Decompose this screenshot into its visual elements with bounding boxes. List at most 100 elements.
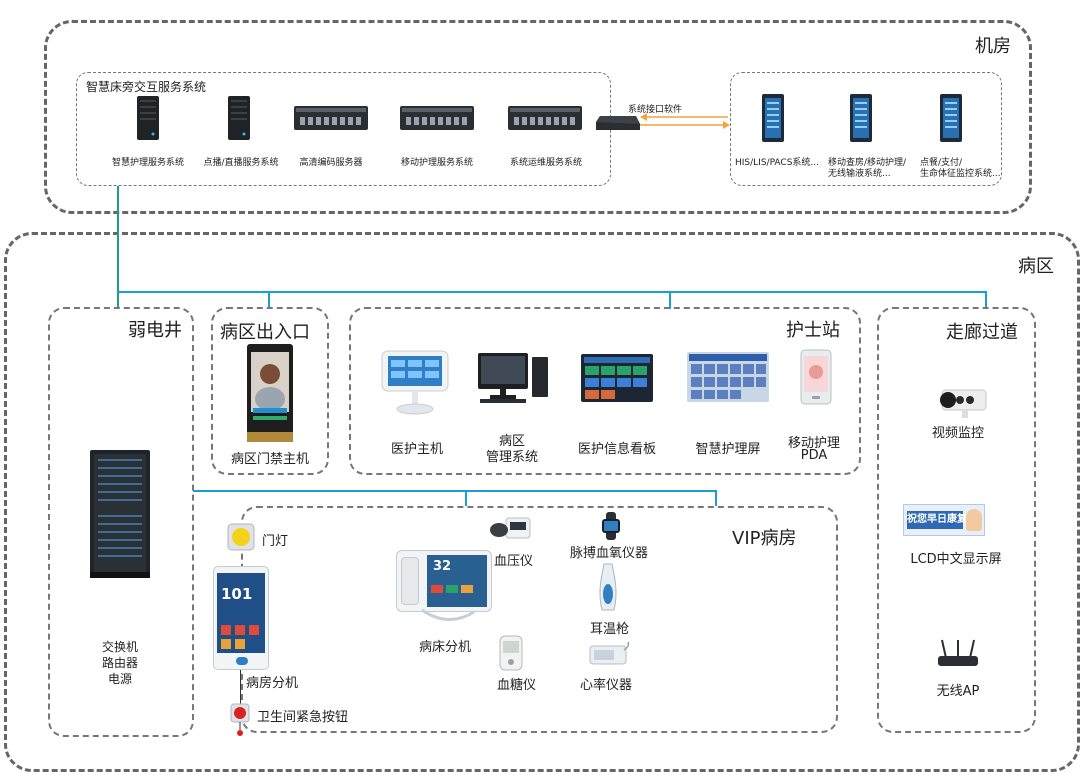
bedside-unit-device: 32 bbox=[396, 550, 492, 612]
heart-rate-monitor-icon bbox=[589, 641, 630, 665]
bus-drop-vip-right bbox=[715, 490, 717, 506]
medical-device-label: 血压仪 bbox=[494, 554, 534, 569]
medical-device-label: 脉搏血氧仪器 bbox=[570, 546, 649, 561]
nurse-device-label: 医护主机 bbox=[390, 442, 444, 457]
blood-pressure-monitor-icon bbox=[490, 517, 531, 539]
access-control-label: 病区门禁主机 bbox=[230, 452, 310, 467]
external-system-label: 点餐/支付/ bbox=[920, 158, 963, 168]
corridor-box bbox=[877, 307, 1036, 733]
medical-device-label: 血糖仪 bbox=[497, 678, 537, 693]
nurse-device-label-2: PDA bbox=[800, 448, 828, 463]
glucose-meter-icon bbox=[499, 635, 523, 671]
wireless-ap-icon bbox=[938, 639, 978, 666]
rack-server-icon bbox=[400, 106, 474, 130]
medical-host-icon bbox=[381, 350, 449, 415]
equipment-power: 电源 bbox=[107, 672, 133, 686]
backbone-connector bbox=[117, 186, 119, 308]
door-light-label: 门灯 bbox=[262, 534, 289, 549]
nurse-device-label: 移动护理 bbox=[787, 436, 841, 451]
rack-server-icon bbox=[294, 106, 368, 130]
tower-server-icon bbox=[228, 96, 250, 140]
medical-device-label: 心率仪器 bbox=[580, 678, 633, 693]
server-label: 高清编码服务器 bbox=[299, 158, 363, 168]
corridor-device-label: LCD中文显示屏 bbox=[910, 552, 1002, 567]
service-system-title: 智慧床旁交互服务系统 bbox=[86, 80, 207, 94]
lcd-display-icon: 祝您早日康复! bbox=[903, 504, 985, 536]
bus-drop-vip-left bbox=[465, 490, 467, 506]
weak-current-well-box bbox=[48, 307, 194, 737]
corridor-device-label: 无线AP bbox=[936, 684, 980, 699]
info-board-icon bbox=[581, 354, 653, 402]
ear-thermometer-icon bbox=[599, 563, 617, 611]
external-system-label: 移动查房/移动护理/ bbox=[828, 158, 907, 168]
mobile-pda-icon bbox=[800, 349, 832, 405]
bus-drop-entrance bbox=[268, 291, 270, 309]
server-label: 智慧护理服务系统 bbox=[111, 158, 185, 168]
smart-nursing-screen-icon bbox=[687, 352, 769, 402]
room-unit-tile bbox=[235, 639, 245, 649]
room-unit-device: 101 bbox=[213, 566, 269, 670]
room-unit-tile bbox=[235, 625, 245, 635]
external-system-label-2: 生命体征监控系统... bbox=[920, 169, 1001, 179]
equipment-switch: 交换机 bbox=[101, 640, 139, 654]
room-unit-number: 101 bbox=[221, 585, 253, 603]
server-label: 点播/直播服务系统 bbox=[203, 158, 279, 168]
computer-room-zone bbox=[44, 20, 1032, 214]
network-cabinet-icon bbox=[90, 450, 150, 578]
medical-device-label: 耳温枪 bbox=[590, 622, 630, 637]
nurse-device-label: 智慧护理屏 bbox=[695, 442, 761, 457]
corridor-title: 走廊过道 bbox=[946, 322, 1018, 343]
server-label: 系统运维服务系统 bbox=[509, 158, 583, 168]
nurse-device-label: 病区 bbox=[498, 434, 526, 449]
interface-gateway-icon bbox=[596, 116, 640, 130]
ward-entrance-title: 病区出入口 bbox=[220, 322, 310, 343]
computer-room-title: 机房 bbox=[975, 36, 1011, 57]
bedside-handset bbox=[401, 557, 419, 605]
lcd-mascot-icon bbox=[966, 509, 982, 531]
emergency-button-icon bbox=[230, 703, 250, 736]
equipment-router: 路由器 bbox=[101, 656, 139, 670]
access-control-terminal-icon bbox=[247, 344, 293, 442]
room-unit-tile bbox=[249, 625, 259, 635]
external-systems-group bbox=[730, 72, 1002, 186]
room-unit-tile bbox=[221, 625, 231, 635]
surveillance-camera-icon bbox=[940, 389, 987, 418]
external-system-label-2: 无线输液系统... bbox=[828, 169, 891, 179]
vip-room-title: VIP病房 bbox=[732, 528, 797, 549]
tower-server-icon bbox=[137, 96, 159, 140]
ward-entrance-box bbox=[211, 307, 329, 475]
nurse-station-box bbox=[349, 307, 861, 475]
weak-current-well-title: 弱电井 bbox=[128, 320, 182, 341]
nurse-device-label-2: 管理系统 bbox=[485, 450, 539, 465]
room-unit-label: 病房分机 bbox=[246, 676, 299, 691]
server-label: 移动护理服务系统 bbox=[400, 158, 474, 168]
bedside-unit-label: 病床分机 bbox=[419, 640, 472, 655]
bedside-unit-tile bbox=[431, 585, 443, 593]
bedside-unit-tile bbox=[446, 585, 458, 593]
blue-server-icon bbox=[762, 94, 784, 142]
interface-software-label: 系统接口软件 bbox=[628, 105, 683, 115]
nurse-device-label: 医护信息看板 bbox=[577, 442, 657, 457]
ward-bus-lower bbox=[193, 490, 717, 492]
emergency-button-label: 卫生间紧急按钮 bbox=[257, 710, 349, 725]
ward-bus-top bbox=[117, 291, 987, 293]
bedside-unit-tile bbox=[461, 585, 473, 593]
pulse-oximeter-watch-icon bbox=[602, 512, 620, 540]
bus-drop-nurse-station bbox=[669, 291, 671, 309]
room-unit-tile bbox=[221, 639, 231, 649]
bedside-unit-screen: 32 bbox=[427, 555, 487, 607]
ward-title: 病区 bbox=[1018, 256, 1054, 277]
room-unit-screen: 101 bbox=[217, 573, 265, 653]
nurse-station-title: 护士站 bbox=[786, 320, 840, 341]
desktop-computer-icon bbox=[478, 353, 548, 403]
exchange-arrows-icon bbox=[640, 113, 730, 129]
blue-server-icon bbox=[940, 94, 962, 142]
external-system-label: HIS/LIS/PACS系统... bbox=[734, 158, 820, 168]
room-unit-button bbox=[236, 657, 248, 665]
room-unit-connector bbox=[240, 670, 241, 704]
bedside-arm-icon bbox=[421, 608, 475, 621]
blue-server-icon bbox=[850, 94, 872, 142]
lcd-display-text: 祝您早日康复! bbox=[907, 511, 972, 529]
bus-drop-corridor bbox=[985, 291, 987, 309]
door-light-icon bbox=[227, 523, 255, 551]
